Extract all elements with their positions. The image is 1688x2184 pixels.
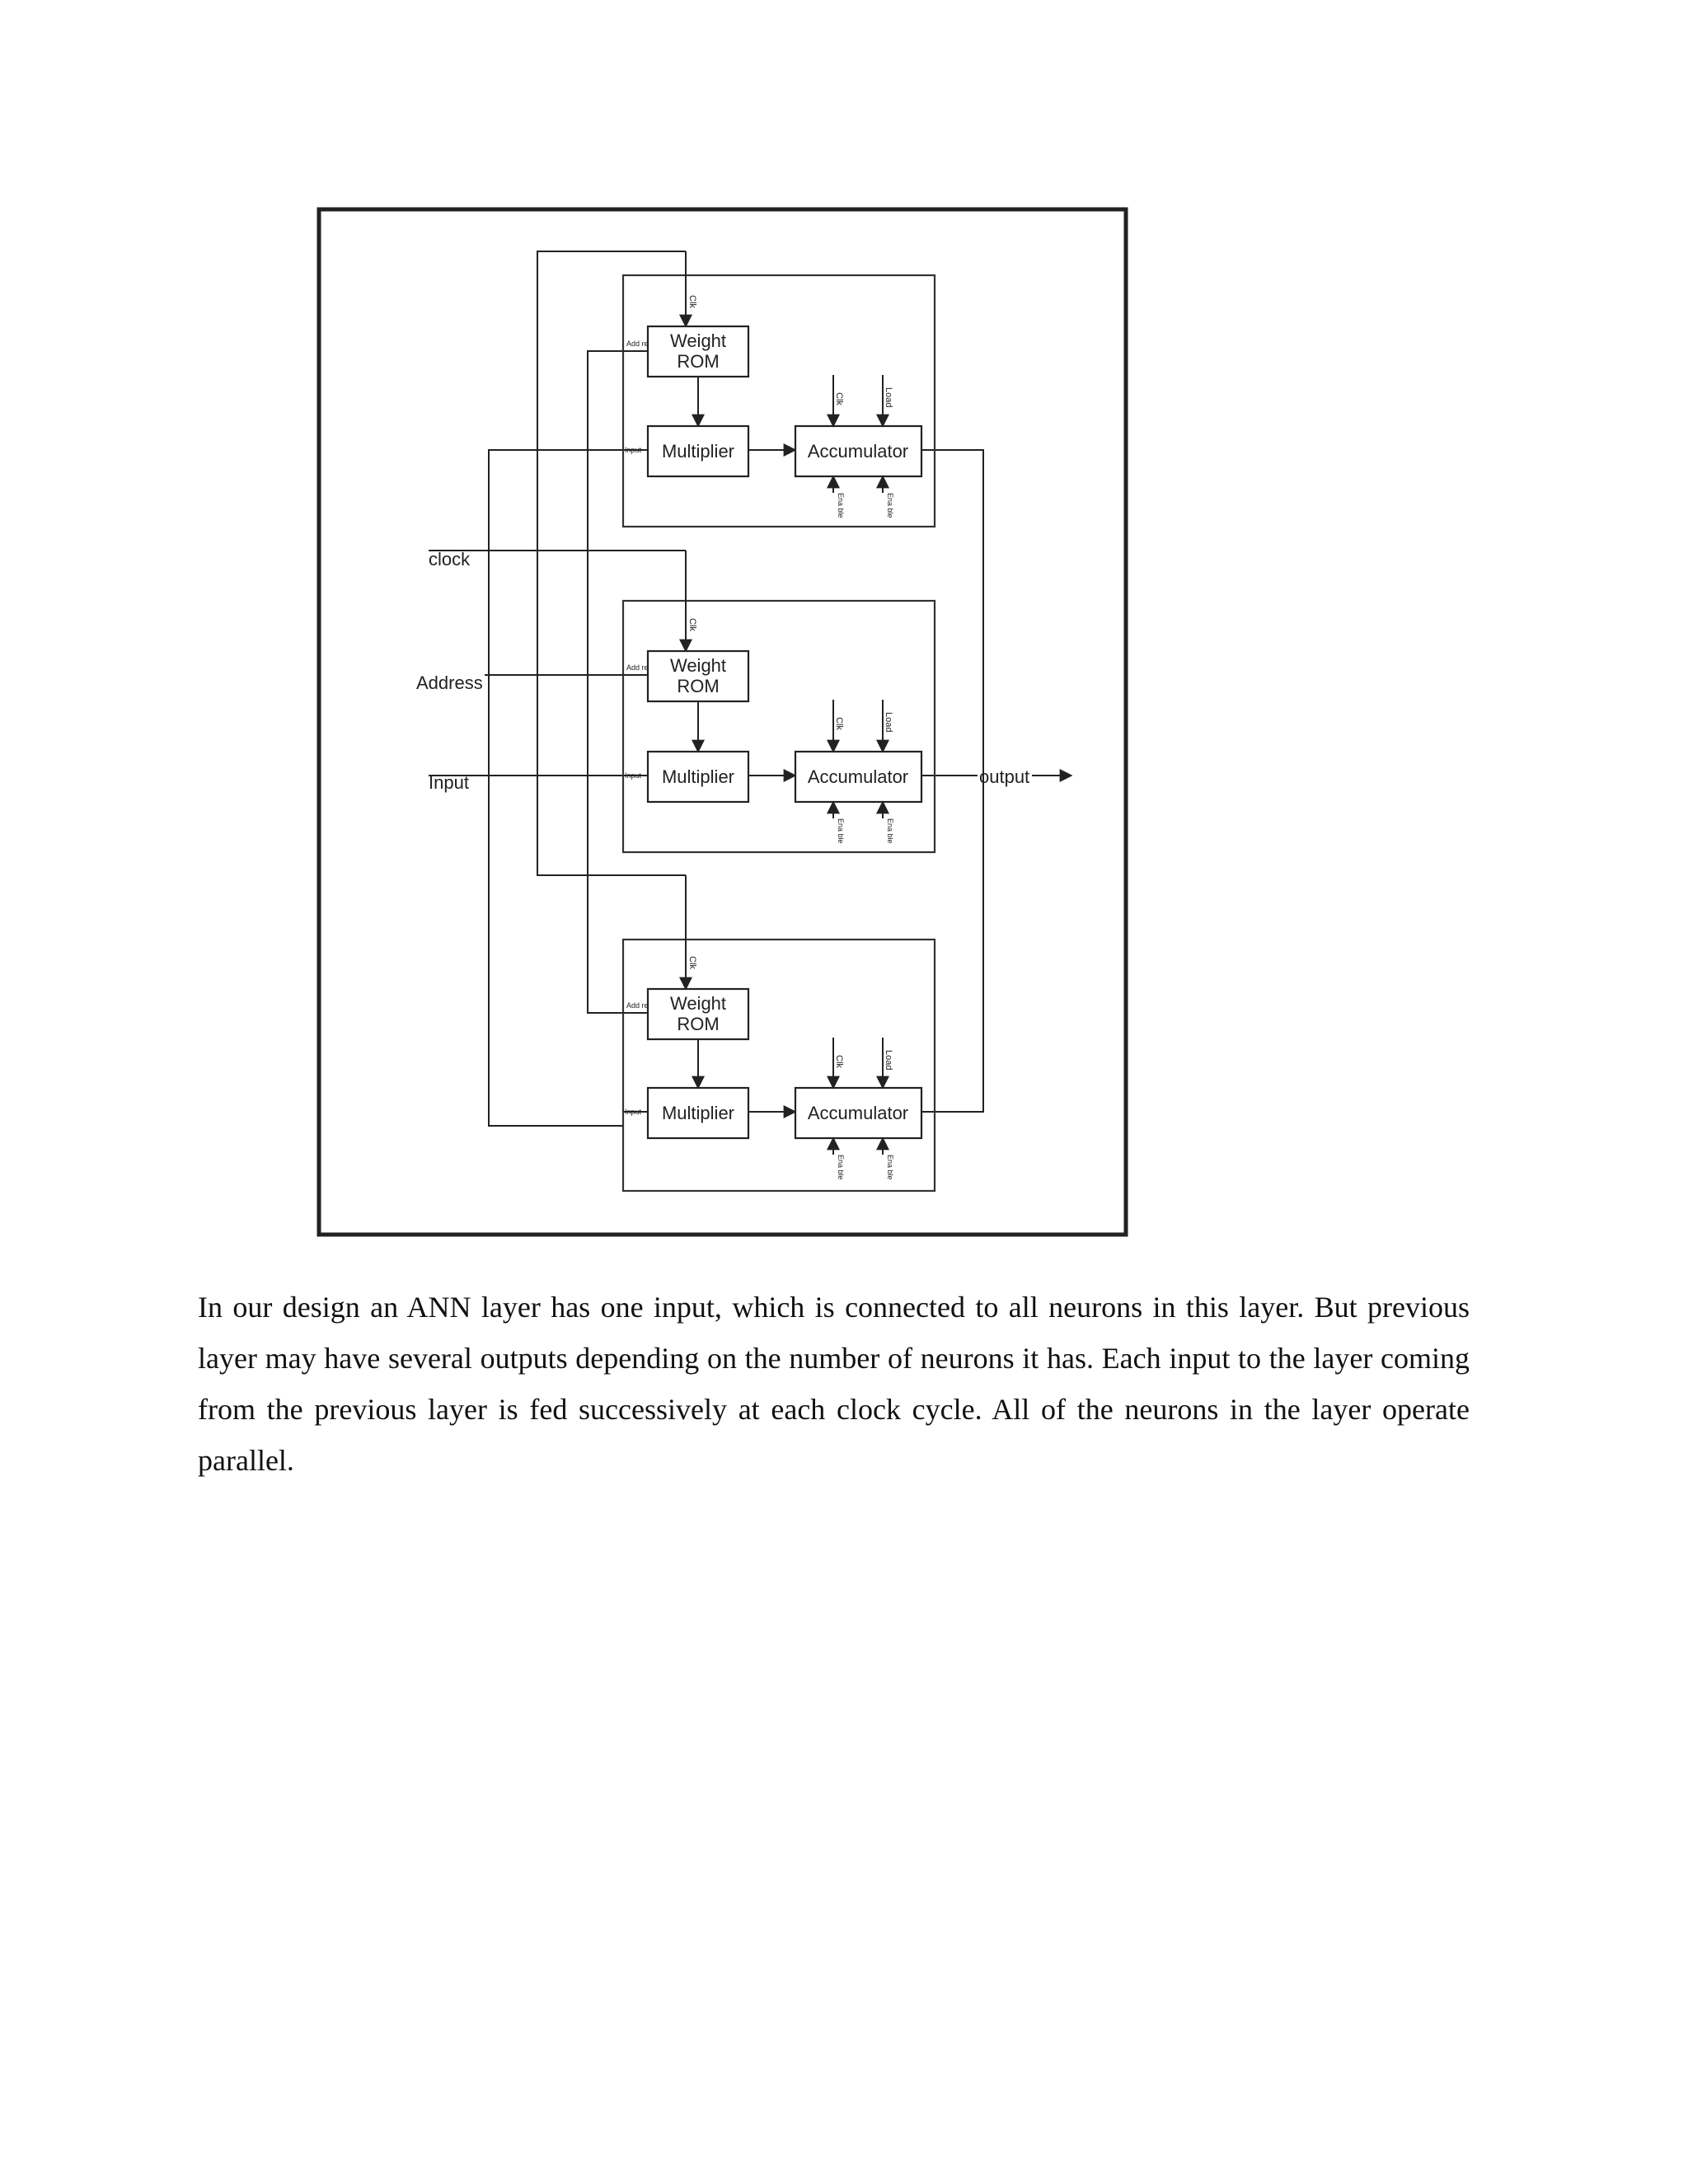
neuron-1-multiplier-label: Multiplier — [662, 441, 734, 462]
output-bus — [921, 449, 984, 1113]
neuron-3-address-port: Add ress — [626, 1001, 656, 1010]
neuron-2-enable-1-label: Ena ble — [837, 818, 845, 844]
neuron-2-rom-line1: Weight — [670, 655, 726, 676]
neuron-1-enable-2-label: Ena ble — [886, 493, 894, 518]
clock-label: clock — [429, 549, 471, 569]
address-bus — [587, 350, 623, 1014]
neuron-3-frame — [621, 938, 936, 1193]
neuron-3-multiplier — [646, 1086, 750, 1140]
neuron-1-enable-1-label: Ena ble — [837, 493, 845, 518]
neuron-1-accumulator-label: Accumulator — [808, 441, 908, 462]
neuron-2-input-port: Input — [625, 771, 642, 780]
neuron-3: Clk Add ress Weight ROM Input Multiplier… — [621, 875, 936, 1193]
neuron-2: Clk Add ress Weight ROM Input Multiplier… — [621, 551, 936, 854]
output-label: output — [979, 766, 1029, 787]
neuron-2-address-port: Add ress — [626, 663, 656, 672]
neuron-1-multiplier — [646, 424, 750, 478]
ann-layer-diagram: clock Address Input output Clk Add ress … — [316, 207, 1128, 1237]
neuron-2-enable-2-label: Ena ble — [886, 818, 894, 844]
neuron-2-rom-line2: ROM — [677, 676, 719, 696]
neuron-2-weight-rom — [646, 649, 750, 703]
clock-bus — [537, 251, 686, 876]
neuron-2-clk-label: Clk — [687, 618, 697, 631]
neuron-3-clk-label: Clk — [687, 956, 697, 969]
neuron-3-accumulator — [794, 1086, 923, 1140]
neuron-3-enable-1-label: Ena ble — [837, 1155, 845, 1180]
neuron-2-acc-load-label: Load — [884, 712, 893, 732]
input-bus — [488, 449, 623, 1127]
neuron-1-address-port: Add ress — [626, 340, 656, 348]
neuron-2-accumulator — [794, 750, 923, 804]
neuron-1: Clk Add ress Weight ROM Input Multiplier… — [621, 251, 936, 528]
neuron-1-acc-clk-label: Clk — [834, 392, 844, 405]
neuron-3-input-port: Input — [625, 1108, 642, 1116]
neuron-2-frame — [621, 599, 936, 854]
neuron-3-rom-line2: ROM — [677, 1014, 719, 1034]
neuron-1-rom-line2: ROM — [677, 351, 719, 372]
neuron-2-multiplier-label: Multiplier — [662, 766, 734, 787]
neuron-3-accumulator-label: Accumulator — [808, 1103, 908, 1123]
neuron-3-enable-2-label: Ena ble — [886, 1155, 894, 1180]
neuron-1-clk-label: Clk — [687, 295, 697, 308]
neuron-2-accumulator-label: Accumulator — [808, 766, 908, 787]
neuron-1-rom-line1: Weight — [670, 330, 726, 351]
neuron-3-multiplier-label: Multiplier — [662, 1103, 734, 1123]
neuron-2-multiplier — [646, 750, 750, 804]
neuron-3-acc-clk-label: Clk — [834, 1055, 844, 1068]
neuron-3-acc-load-label: Load — [884, 1050, 893, 1070]
neuron-3-rom-line1: Weight — [670, 993, 726, 1014]
address-label: Address — [416, 673, 483, 693]
neuron-3-weight-rom — [646, 987, 750, 1041]
neuron-2-acc-clk-label: Clk — [834, 717, 844, 730]
neuron-1-accumulator — [794, 424, 923, 478]
neuron-1-acc-load-label: Load — [884, 387, 893, 407]
figure-frame — [316, 207, 1128, 1237]
neuron-1-frame — [621, 274, 936, 528]
body-paragraph: In our design an ANN layer has one input… — [198, 1291, 1470, 1477]
neuron-1-input-port: Input — [625, 446, 642, 454]
